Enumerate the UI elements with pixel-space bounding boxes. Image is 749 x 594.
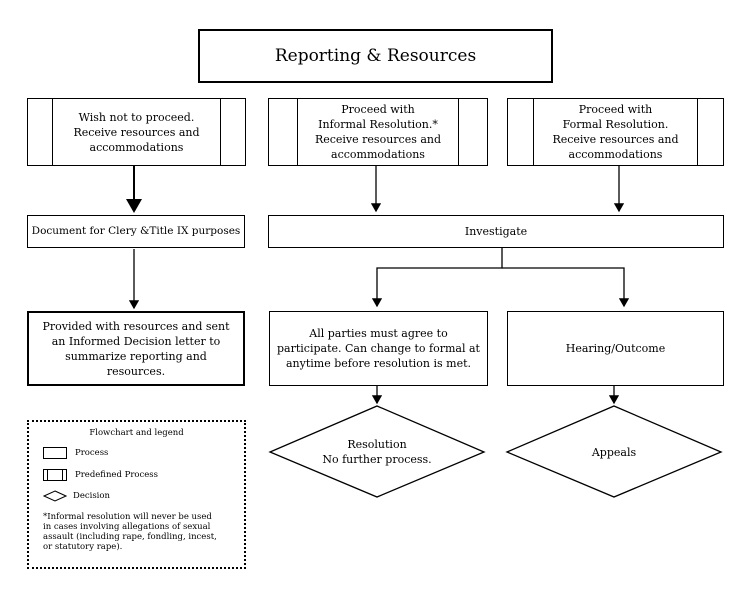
investigate-to-hearing-line <box>502 267 630 308</box>
predefined-process-shape-icon <box>43 469 67 481</box>
legend-decision-row: Decision <box>43 490 110 502</box>
provided-resources-text: Provided with resources and sent an Info… <box>42 319 230 378</box>
wish-not-to-proceed-box: Wish not to proceed. Receive resources a… <box>27 98 246 166</box>
provided-resources-box: Provided with resources and sent an Info… <box>27 311 245 386</box>
wish-not-to-proceed-text: Wish not to proceed. Receive resources a… <box>73 110 200 154</box>
legend-title: Flowchart and legend <box>89 428 184 438</box>
predefined-process-left-bar <box>533 99 534 165</box>
investigate-text: Investigate <box>464 225 528 238</box>
predefined-process-left-bar <box>297 99 298 165</box>
resolution-decision-text: Resolution No further process. <box>322 438 432 466</box>
predefined-process-right-bar <box>697 99 698 165</box>
flowchart-legend: Flowchart and legend Process Predefined … <box>27 420 246 569</box>
all-parties-agree-box: All parties must agree to participate. C… <box>269 311 488 386</box>
appeals-decision-diamond <box>505 405 723 498</box>
predefined-process-left-bar <box>52 99 53 165</box>
formal-resolution-text: Proceed with Formal Resolution. Receive … <box>552 103 679 161</box>
investigate-box: Investigate <box>268 215 724 248</box>
legend-predefined-label: Predefined Process <box>75 470 159 480</box>
predefined-process-right-bar <box>458 99 459 165</box>
all-parties-agree-text: All parties must agree to participate. C… <box>277 327 480 370</box>
hearing-outcome-box: Hearing/Outcome <box>507 311 724 386</box>
informal-resolution-text: Proceed with Informal Resolution.* Recei… <box>314 103 442 161</box>
legend-predefined-row: Predefined Process <box>43 469 158 481</box>
appeals-decision-text: Appeals <box>591 445 637 459</box>
predefined-process-right-bar <box>220 99 221 165</box>
decision-shape-icon <box>43 490 67 502</box>
process-shape-icon <box>43 447 67 459</box>
formal-resolution-box: Proceed with Formal Resolution. Receive … <box>507 98 724 166</box>
legend-process-row: Process <box>43 447 108 459</box>
hearing-outcome-text: Hearing/Outcome <box>565 342 666 355</box>
legend-decision-label: Decision <box>73 491 110 501</box>
document-clery-box: Document for Clery &Title IX purposes <box>27 215 245 248</box>
legend-process-label: Process <box>75 448 109 458</box>
investigate-split-line <box>371 247 503 308</box>
page-title-text: Reporting & Resources <box>274 45 477 66</box>
legend-footnote: *Informal resolution will never be used … <box>43 512 217 552</box>
document-clery-text: Document for Clery &Title IX purposes <box>31 225 241 237</box>
page-title: Reporting & Resources <box>198 29 553 83</box>
resolution-decision-diamond <box>268 405 486 498</box>
informal-resolution-box: Proceed with Informal Resolution.* Recei… <box>268 98 488 166</box>
